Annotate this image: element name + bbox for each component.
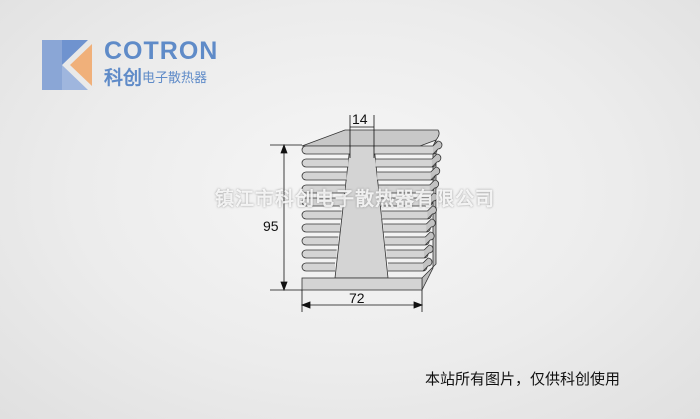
left-fin xyxy=(301,210,342,220)
fin-edge xyxy=(431,153,442,168)
heatsink-base xyxy=(301,277,423,291)
left-fin xyxy=(301,158,349,168)
left-fin xyxy=(301,197,344,207)
left-fin xyxy=(301,145,350,155)
dimension-height: 95 xyxy=(263,218,279,234)
right-fin xyxy=(381,210,432,220)
fin-edge xyxy=(428,192,438,207)
right-fin xyxy=(374,145,438,155)
brand-tagline: 科创电子散热器 xyxy=(104,68,207,88)
left-fin xyxy=(301,171,347,181)
fin-edge xyxy=(427,205,437,220)
left-fin xyxy=(301,184,345,194)
dimension-width: 72 xyxy=(349,290,365,306)
right-fin xyxy=(383,223,431,233)
watermark: 镇江市科创电子散热器有限公司 xyxy=(214,188,495,210)
brand-cn-sub: 电子散热器 xyxy=(142,71,208,86)
brand-cn-main: 科创 xyxy=(104,67,143,89)
left-fin xyxy=(301,223,340,233)
fin-edge xyxy=(423,244,434,259)
heatsink-top-face xyxy=(301,129,440,147)
fin-edge xyxy=(424,231,435,246)
dimension-stem-width: 14 xyxy=(352,111,368,127)
usage-notice: 本站所有图片，仅供科创使用 xyxy=(425,370,621,388)
fin-edge xyxy=(430,166,441,181)
left-fin xyxy=(301,236,339,246)
fin-edge xyxy=(432,140,443,155)
right-fin xyxy=(375,158,437,168)
right-fin xyxy=(377,171,436,181)
right-fin xyxy=(384,236,430,246)
left-fin xyxy=(301,262,335,272)
left-fin xyxy=(301,249,337,259)
right-fin xyxy=(386,249,429,259)
fin-edge xyxy=(426,218,436,233)
right-fin xyxy=(388,262,428,272)
fin-edge xyxy=(422,257,433,272)
company-logo xyxy=(40,38,104,92)
logo-mark-icon xyxy=(42,40,92,90)
dimension-lines xyxy=(270,115,424,312)
brand-name: COTRON xyxy=(104,37,219,65)
fin-edge xyxy=(429,179,440,194)
